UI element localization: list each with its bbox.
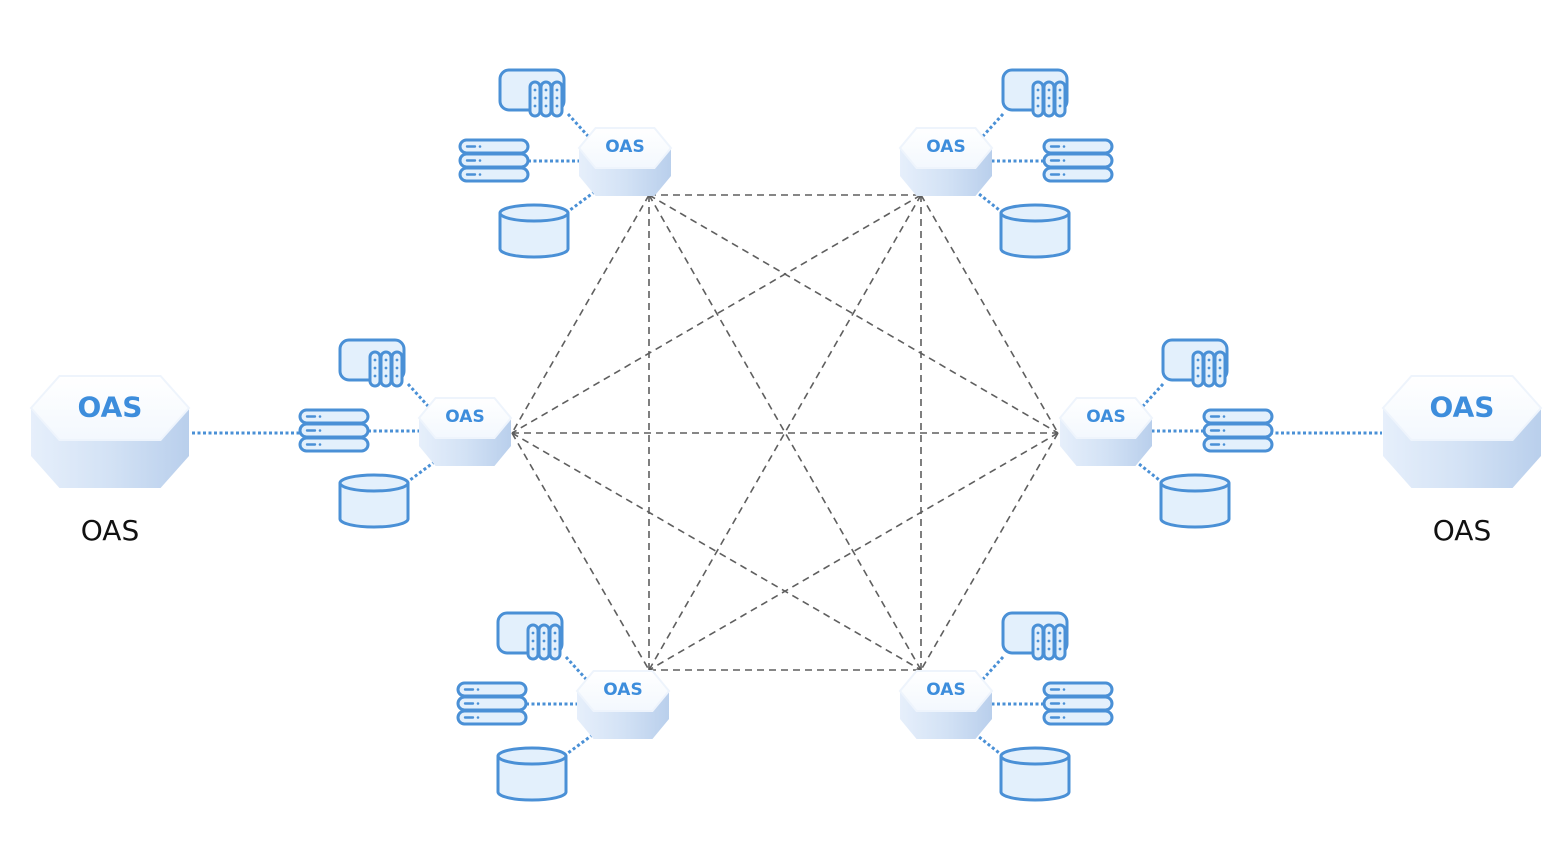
link-database xyxy=(973,731,1004,758)
mesh-link-left-to-bottom-right xyxy=(511,432,922,671)
node-label: OAS xyxy=(926,137,965,157)
server-rack-icon xyxy=(458,138,530,183)
storage-array-icon xyxy=(1001,611,1069,661)
mesh-link-top-left-to-left xyxy=(511,194,650,434)
storage-array-icon xyxy=(338,338,406,388)
node-label: OAS xyxy=(445,407,484,427)
mesh-link-right-to-bottom-left xyxy=(648,432,1059,671)
mesh-link-top-left-to-right xyxy=(648,194,1059,434)
database-cylinder-icon xyxy=(1159,473,1231,529)
node-label: OAS xyxy=(1430,391,1495,424)
hex-top xyxy=(1381,375,1543,441)
database-cylinder-icon xyxy=(999,746,1071,802)
mesh-link-top-right-to-right xyxy=(920,194,1059,434)
database-cylinder-icon xyxy=(498,203,570,259)
hex-top xyxy=(577,127,673,169)
node-label: OAS xyxy=(78,391,143,424)
node-label: OAS xyxy=(1086,407,1125,427)
mesh-connections xyxy=(511,194,1059,671)
link-database xyxy=(973,188,1004,215)
hex-top xyxy=(1058,397,1154,439)
hex-top xyxy=(898,127,994,169)
database-cylinder-icon xyxy=(496,746,568,802)
nodes: OAS OAS OAS OAS OAS OAS OAS OAS xyxy=(29,68,1543,802)
oas-node-left[interactable]: OAS xyxy=(417,397,513,466)
link-database xyxy=(565,188,598,215)
storage-array-icon xyxy=(496,611,564,661)
mesh-link-top-right-to-left xyxy=(511,194,922,434)
link-database xyxy=(1133,458,1164,485)
oas-node-bottom-left[interactable]: OAS xyxy=(575,670,671,739)
link-database xyxy=(563,731,596,758)
external-right-caption: OAS xyxy=(1433,514,1491,547)
external-left-caption: OAS xyxy=(81,514,139,547)
server-rack-icon xyxy=(1202,408,1274,453)
mesh-link-left-to-bottom-left xyxy=(511,432,650,671)
oas-node-top-left[interactable]: OAS xyxy=(577,127,673,196)
mesh-link-right-to-bottom-right xyxy=(920,432,1059,671)
hex-top xyxy=(417,397,513,439)
storage-array-icon xyxy=(1161,338,1229,388)
oas-external-right[interactable]: OAS xyxy=(1381,375,1543,488)
node-label: OAS xyxy=(926,680,965,700)
hex-top xyxy=(575,670,671,712)
oas-external-left[interactable]: OAS xyxy=(29,375,191,488)
mesh-link-top-left-to-bottom-right xyxy=(648,194,922,671)
hex-top xyxy=(898,670,994,712)
node-label: OAS xyxy=(605,137,644,157)
server-rack-icon xyxy=(1042,681,1114,726)
server-rack-icon xyxy=(456,681,528,726)
hex-top xyxy=(29,375,191,441)
node-label: OAS xyxy=(603,680,642,700)
mesh-link-top-right-to-bottom-left xyxy=(648,194,922,671)
storage-array-icon xyxy=(498,68,566,118)
server-rack-icon xyxy=(298,408,370,453)
server-rack-icon xyxy=(1042,138,1114,183)
oas-node-top-right[interactable]: OAS xyxy=(898,127,994,196)
database-cylinder-icon xyxy=(999,203,1071,259)
link-database xyxy=(405,458,438,485)
labels: OAS OAS xyxy=(81,514,1491,547)
storage-array-icon xyxy=(1001,68,1069,118)
oas-node-right[interactable]: OAS xyxy=(1058,397,1154,466)
oas-node-bottom-right[interactable]: OAS xyxy=(898,670,994,739)
database-cylinder-icon xyxy=(338,473,410,529)
